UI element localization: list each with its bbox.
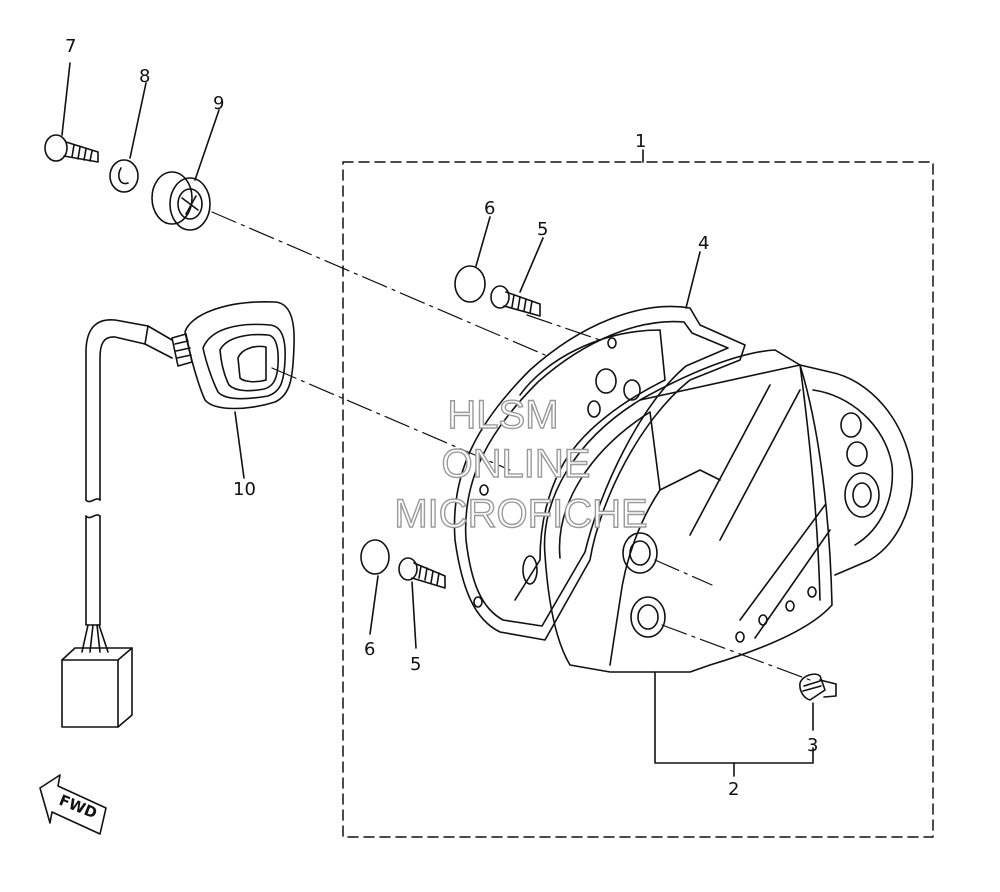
part-5-screw-lower bbox=[398, 557, 446, 649]
part-6-cap-lower bbox=[360, 539, 390, 635]
fwd-arrow-icon bbox=[39, 774, 107, 835]
part-2-bracket bbox=[654, 671, 814, 777]
watermark: HLSM ONLINE MICROFICHE bbox=[394, 392, 649, 536]
part-3-bulb bbox=[799, 673, 837, 731]
part-7-bolt bbox=[44, 62, 99, 163]
watermark-line-1: HLSM bbox=[447, 393, 558, 437]
part-4-meter-case bbox=[453, 251, 746, 641]
assembly-box bbox=[342, 161, 934, 838]
callout-9: 9 bbox=[213, 93, 224, 114]
part-6-cap-upper bbox=[454, 216, 491, 303]
callout-1: 1 bbox=[635, 131, 646, 152]
watermark-line-3: MICROFICHE bbox=[394, 492, 647, 536]
part-10-bulb-socket bbox=[61, 301, 295, 728]
callout-8: 8 bbox=[139, 66, 150, 87]
callout-6-upper: 6 bbox=[484, 198, 495, 219]
callout-5-upper: 5 bbox=[537, 219, 548, 240]
callout-5-lower: 5 bbox=[410, 654, 421, 675]
align-line-grommet bbox=[211, 211, 546, 356]
callout-3: 3 bbox=[807, 735, 818, 756]
part-5-screw-upper bbox=[490, 237, 544, 317]
callout-2: 2 bbox=[728, 779, 739, 800]
align-line-screw bbox=[526, 314, 601, 341]
part-8-washer bbox=[109, 82, 147, 193]
callout-7: 7 bbox=[65, 36, 76, 57]
watermark-line-2: ONLINE bbox=[442, 442, 591, 486]
part-9-grommet bbox=[151, 109, 220, 231]
align-line-bulb bbox=[271, 367, 511, 471]
callout-6-lower: 6 bbox=[364, 639, 375, 660]
callout-10: 10 bbox=[233, 479, 256, 500]
callout-4: 4 bbox=[698, 233, 709, 254]
meter-front-module bbox=[543, 349, 914, 681]
